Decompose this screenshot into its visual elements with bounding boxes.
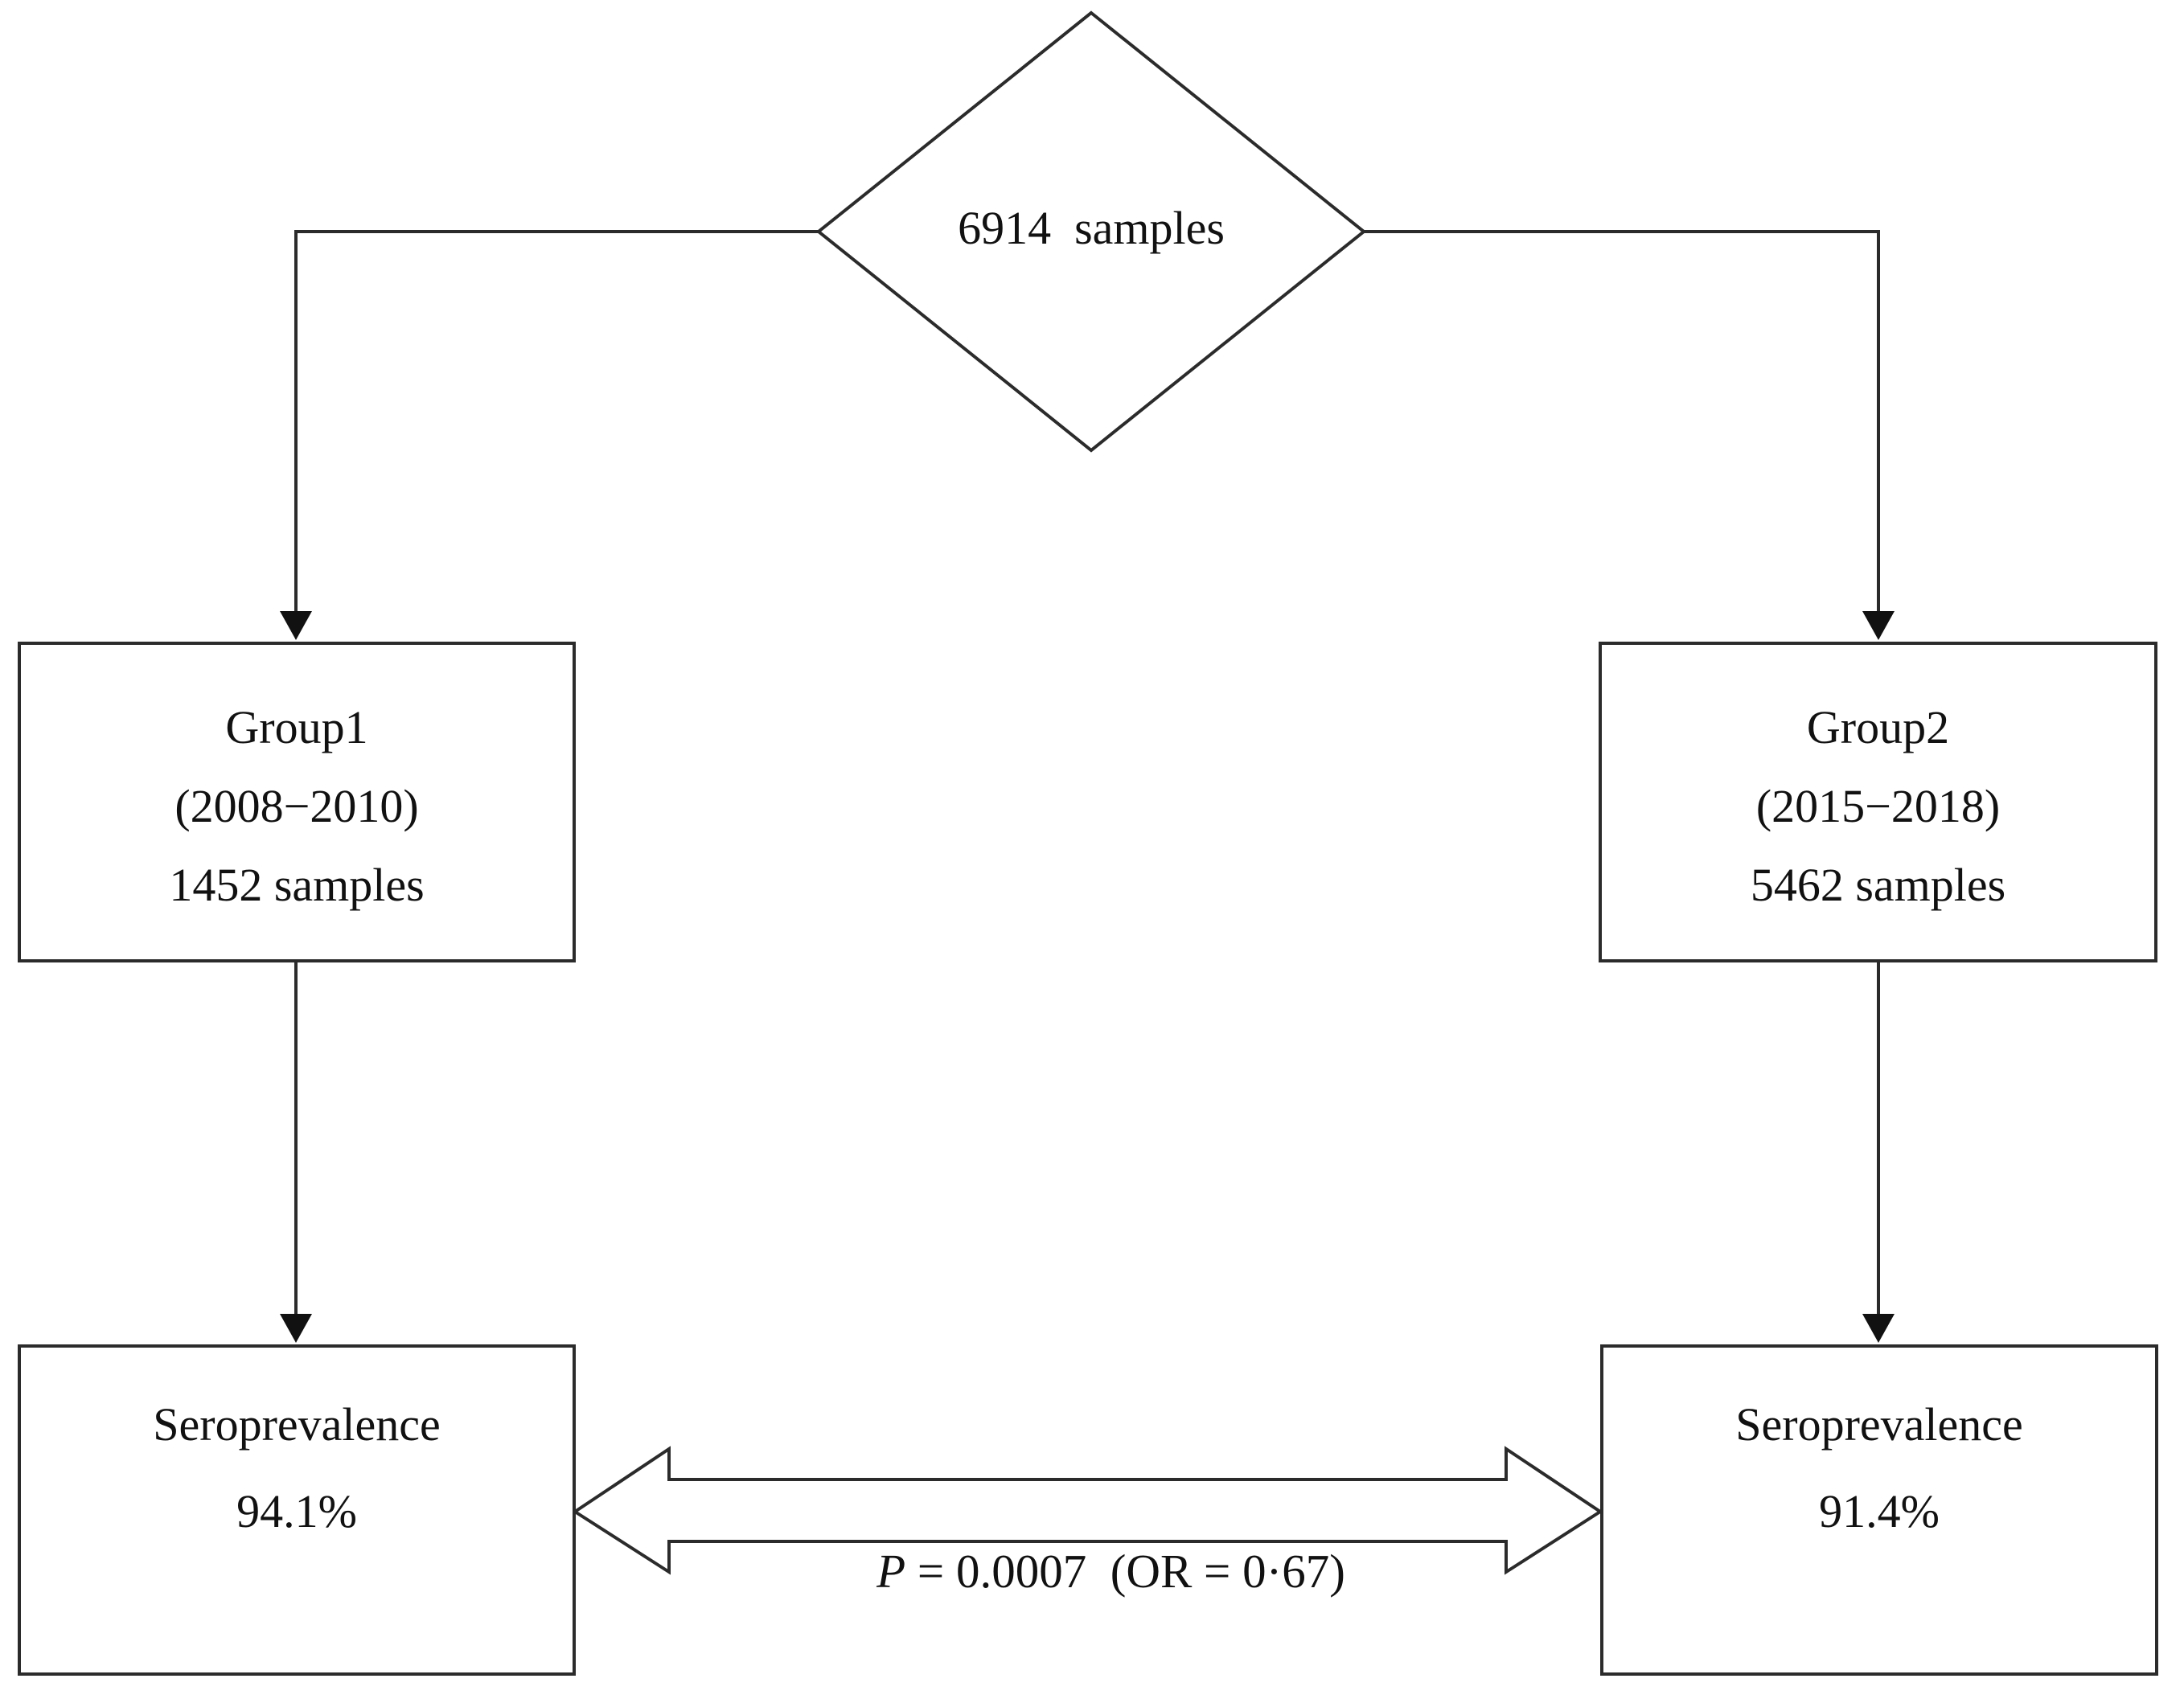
p-value-text: = 0.0007 (OR = 0·67): [905, 1545, 1345, 1598]
group2-title: Group2: [1806, 701, 1950, 753]
seroprevalence1-box: Seroprevalence 94.1%: [18, 1344, 576, 1676]
arrowhead-into-group2: [1862, 611, 1895, 640]
seroprevalence2-title: Seroprevalence: [1735, 1398, 2023, 1451]
seroprevalence1-value: 94.1%: [236, 1485, 357, 1537]
p-symbol: P: [876, 1545, 906, 1598]
connector-root-to-group2: [1364, 230, 1880, 613]
group1-sample-count: 1452 samples: [169, 859, 425, 911]
seroprevalence1-title: Seroprevalence: [153, 1398, 441, 1451]
connector-root-to-group1: [294, 230, 819, 613]
group1-text: Group1 (2008−2010) 1452 samples: [21, 645, 573, 925]
seroprevalence2-value: 91.4%: [1819, 1485, 1940, 1537]
seroprevalence1-text: Seroprevalence 94.1%: [21, 1348, 573, 1555]
arrowhead-into-group1: [280, 611, 312, 640]
arrowhead-into-sero2: [1862, 1314, 1895, 1343]
group1-title: Group1: [225, 701, 368, 753]
group2-text: Group2 (2015−2018) 5462 samples: [1602, 645, 2154, 925]
seroprevalence2-text: Seroprevalence 91.4%: [1603, 1348, 2155, 1555]
root-node-label: 6914 samples: [958, 202, 1225, 254]
group1-years: (2008−2010): [174, 780, 419, 832]
arrowhead-into-sero1: [280, 1314, 312, 1343]
group2-box: Group2 (2015−2018) 5462 samples: [1599, 642, 2157, 962]
group2-years: (2015−2018): [1755, 780, 2001, 832]
group1-box: Group1 (2008−2010) 1452 samples: [18, 642, 576, 962]
comparison-stats-label: P = 0.0007 (OR = 0·67): [685, 1479, 1489, 1598]
group2-sample-count: 5462 samples: [1750, 859, 2006, 911]
seroprevalence2-box: Seroprevalence 91.4%: [1600, 1344, 2158, 1676]
diamond-node: [815, 10, 1367, 453]
